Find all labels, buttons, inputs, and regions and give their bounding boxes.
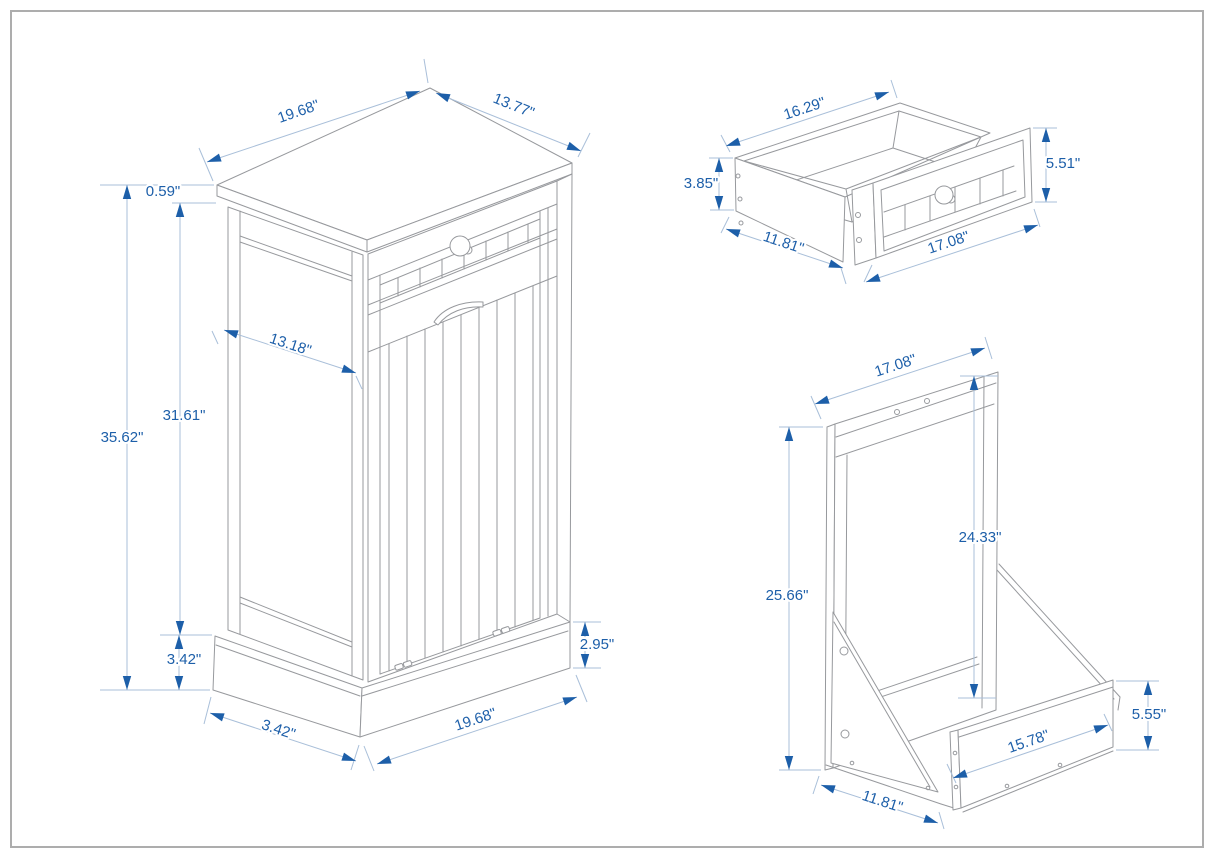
cabinet-view: 19.68" 13.77" 0.59" 35.62" 31.61" 13.18"… <box>99 58 616 772</box>
dim-label-cabinet-top-thickness: 0.59" <box>146 183 181 200</box>
dim-label-tilt-front-board-height: 5.55" <box>1132 706 1167 723</box>
dim-label-cabinet-bottom-width: 19.68" <box>453 705 499 735</box>
dim-label-tilt-depth: 11.81" <box>860 787 905 816</box>
door-hinge <box>394 660 413 671</box>
dim-label-tilt-opening-height: 24.33" <box>959 529 1002 546</box>
dim-label-tilt-frame-height: 25.66" <box>766 587 809 604</box>
door-handle <box>433 301 484 326</box>
dim-label-cabinet-base-front-height: 2.95" <box>580 636 615 653</box>
drawer-view: 16.29" 3.85" 11.81" 5.51" 17.08" <box>682 79 1082 285</box>
dim-label-cabinet-total-height: 35.62" <box>101 429 144 446</box>
drawer-panel-knob <box>934 185 954 205</box>
drawing-border <box>10 10 1204 848</box>
dim-label-drawer-front-height: 5.51" <box>1046 155 1081 172</box>
dim-label-cabinet-top-depth: 13.77" <box>491 90 537 122</box>
dim-label-cabinet-body-height: 31.61" <box>163 407 206 424</box>
dim-label-cabinet-top-width: 19.68" <box>275 97 321 127</box>
cabinet-outline <box>212 87 573 738</box>
door-hinge <box>492 626 511 637</box>
dim-label-drawer-box-height: 3.85" <box>684 175 719 192</box>
tiltout-outline <box>824 371 1121 813</box>
tiltout-view: 17.08" 25.66" 24.33" 5.55" 15.78" 11.81" <box>764 336 1168 830</box>
dim-label-cabinet-base-height: 3.42" <box>167 651 202 668</box>
dim-label-drawer-top-width: 16.29" <box>782 94 828 124</box>
dim-label-cabinet-base-depth: 3.42" <box>259 716 297 743</box>
dim-label-tilt-frame-width: 17.08" <box>873 351 919 381</box>
drawer-knob <box>449 235 471 257</box>
